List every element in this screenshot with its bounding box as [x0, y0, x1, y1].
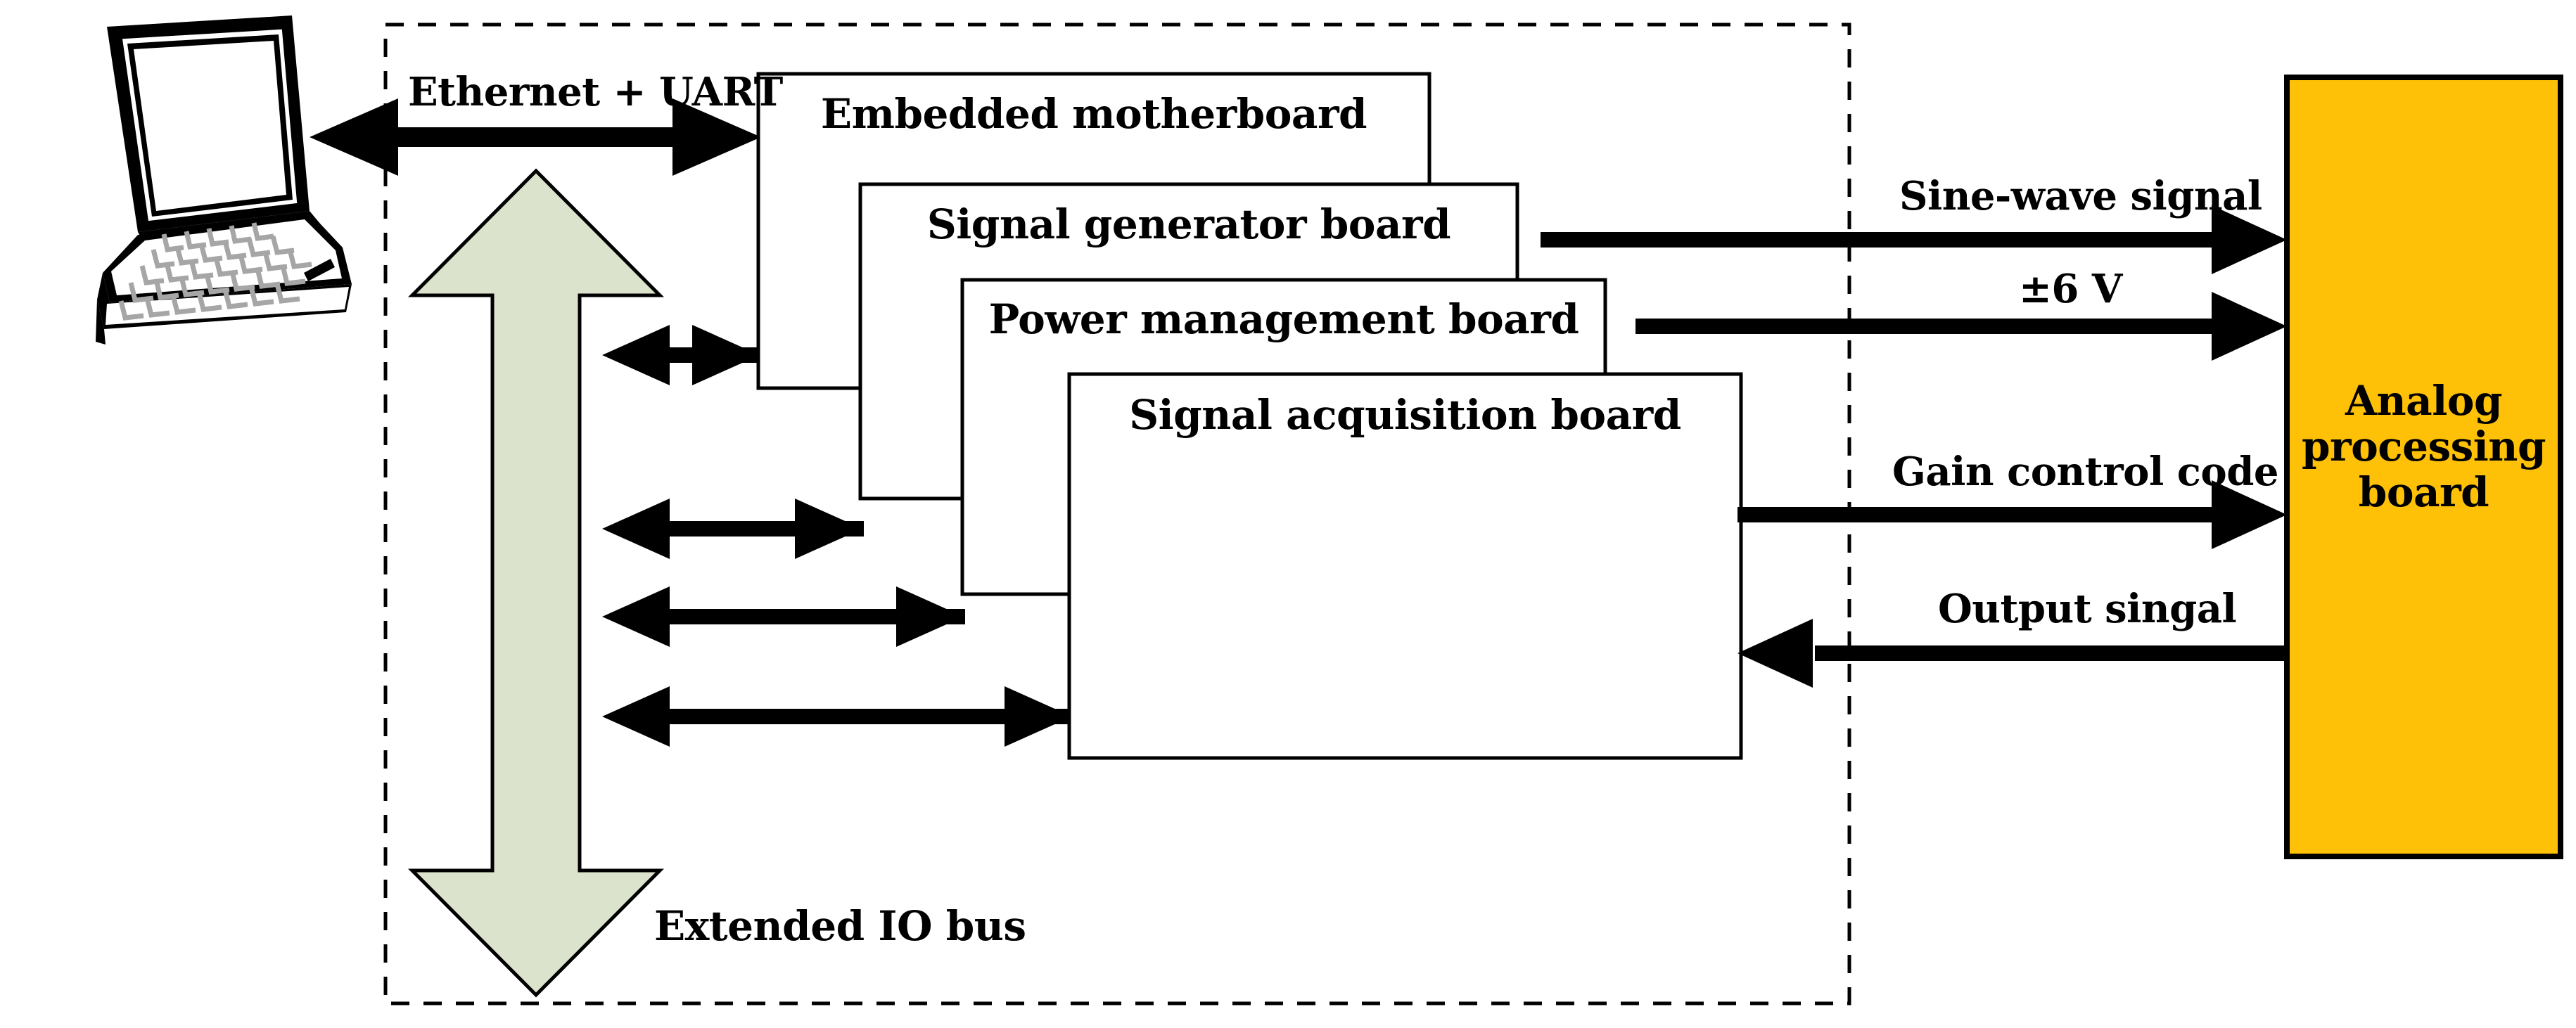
bus-link-signal-acquisition: [602, 686, 1073, 747]
gain-control-code-link: [1737, 480, 2287, 549]
analog-processing-board-label-line2: processing: [2301, 422, 2546, 470]
bus-link-power-management: [602, 586, 965, 647]
bus-link-signal-generator: [602, 499, 864, 559]
bus-board-connectors: [602, 325, 1073, 747]
extended-io-bus-arrow: [407, 168, 665, 998]
signal-acquisition-board-box[interactable]: [1067, 372, 1743, 760]
supply-voltage-label: ±6 V: [2019, 266, 2122, 312]
bus-link-motherboard: [602, 325, 761, 385]
analog-processing-board-label-line1: Analog: [2345, 377, 2503, 425]
output-signal-label: Output singal: [1938, 586, 2237, 632]
external-signal-links: [1541, 205, 2287, 688]
laptop-icon: [96, 15, 352, 345]
embedded-motherboard-label: Embedded motherboard: [820, 90, 1367, 138]
sine-wave-signal-link: [1541, 205, 2287, 274]
signal-generator-board-label: Signal generator board: [926, 200, 1451, 248]
gain-control-code-label: Gain control code: [1892, 449, 2278, 495]
extended-io-bus-label: Extended IO bus: [654, 902, 1026, 950]
output-signal-link: [1737, 619, 2287, 688]
supply-voltage-link: [1635, 292, 2287, 361]
analog-processing-board-box[interactable]: [2284, 75, 2563, 859]
sine-wave-signal-label: Sine-wave signal: [1899, 173, 2262, 219]
ethernet-uart-link: [310, 98, 761, 176]
power-management-board-label: Power management board: [988, 295, 1579, 343]
analog-processing-board-label-line3: board: [2358, 468, 2489, 516]
analog-processing-board-label: Analog processing board: [2287, 378, 2561, 515]
ethernet-uart-label: Ethernet + UART: [408, 69, 783, 115]
signal-acquisition-board-label: Signal acquisition board: [1129, 391, 1681, 439]
